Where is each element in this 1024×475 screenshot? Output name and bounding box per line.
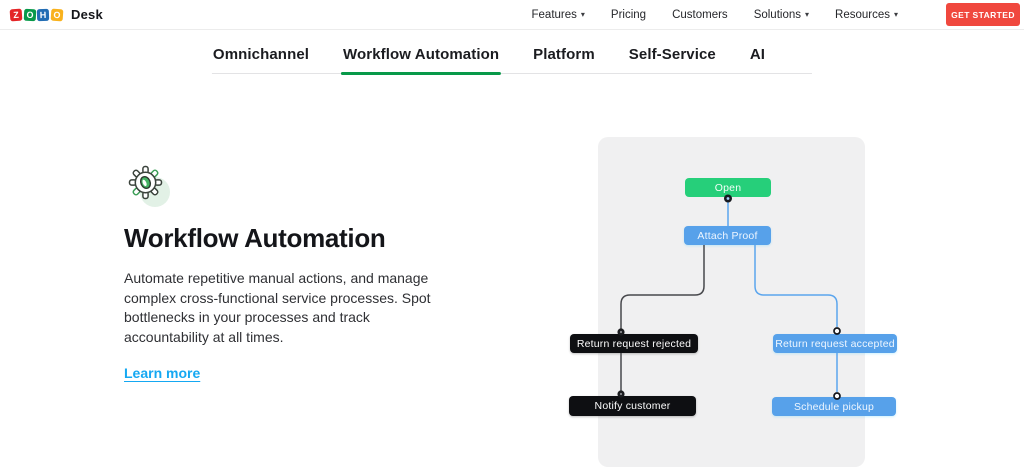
top-header: Z O H O Desk Features ▾ Pricing Customer… [0, 0, 1024, 30]
flow-node-return-request-accepted[interactable]: Return request accepted [773, 334, 897, 353]
get-started-button[interactable]: GET STARTED [946, 3, 1020, 26]
nav-item-features[interactable]: Features ▾ [532, 9, 585, 21]
page-title: Workflow Automation [124, 223, 386, 253]
chevron-down-icon: ▾ [893, 10, 898, 19]
zoho-logo[interactable]: Z O H O Desk [9, 7, 103, 22]
nav-item-label: Features [531, 8, 577, 21]
nav-item-label: Pricing [610, 8, 647, 21]
tab-platform[interactable]: Platform [533, 46, 595, 63]
nav-item-solutions[interactable]: Solutions ▾ [754, 9, 809, 21]
nav-item-label: Resources [835, 8, 890, 21]
feature-tabbar: Omnichannel Workflow Automation Platform… [211, 44, 813, 75]
tab-ai[interactable]: AI [749, 46, 766, 63]
logo-tile-z: Z [9, 8, 23, 21]
chevron-down-icon: ▾ [580, 10, 585, 19]
feature-section: Workflow Automation Automate repetitive … [124, 161, 446, 383]
flow-node-attach-proof[interactable]: Attach Proof [684, 226, 771, 245]
chevron-down-icon: ▾ [805, 10, 810, 19]
product-name: Desk [71, 7, 103, 22]
logo-tile-o1: O [23, 8, 36, 21]
logo-tile-o2: O [50, 8, 63, 21]
flow-node-open[interactable]: Open [685, 178, 771, 197]
tab-workflow-automation[interactable]: Workflow Automation [341, 44, 502, 75]
nav-item-customers[interactable]: Customers [672, 9, 728, 21]
flow-node-schedule-pickup[interactable]: Schedule pickup [772, 397, 896, 416]
nav-item-pricing[interactable]: Pricing [611, 9, 646, 21]
nav-item-resources[interactable]: Resources ▾ [835, 9, 898, 21]
feature-description: Automate repetitive manual actions, and … [124, 270, 431, 345]
workflow-diagram: Open Attach Proof Return request rejecte… [555, 120, 1024, 475]
learn-more-link[interactable]: Learn more [124, 365, 201, 381]
header-nav: Features ▾ Pricing Customers Solutions ▾… [532, 3, 1020, 26]
gear-icon [124, 161, 174, 211]
tab-omnichannel[interactable]: Omnichannel [212, 46, 310, 63]
flow-node-notify-customer[interactable]: Notify customer [569, 396, 696, 416]
flow-node-return-request-rejected[interactable]: Return request rejected [570, 334, 698, 353]
nav-item-label: Solutions [753, 8, 801, 21]
logo-tile-h: H [36, 8, 50, 21]
nav-item-label: Customers [672, 8, 728, 21]
tab-self-service[interactable]: Self-Service [628, 46, 716, 63]
